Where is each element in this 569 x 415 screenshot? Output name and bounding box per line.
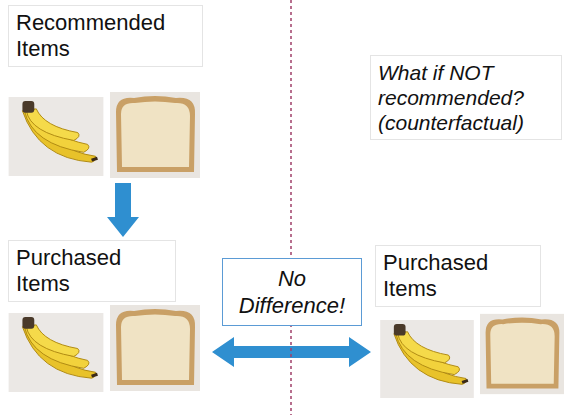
box-text: Purchased Items: [375, 245, 541, 307]
item-box: What if NOT recommended? (counterfactual…: [370, 55, 565, 145]
item-box: Purchased Items: [375, 245, 567, 410]
item-box: Purchased Items: [8, 240, 208, 410]
box-text: Recommended Items: [8, 5, 203, 67]
box-text: Purchased Items: [8, 240, 176, 302]
edge-label: No Difference!: [222, 258, 362, 326]
item-box: Recommended Items: [8, 5, 208, 180]
block-arrow: [107, 183, 139, 237]
box-text: What if NOT recommended? (counterfactual…: [370, 55, 562, 140]
